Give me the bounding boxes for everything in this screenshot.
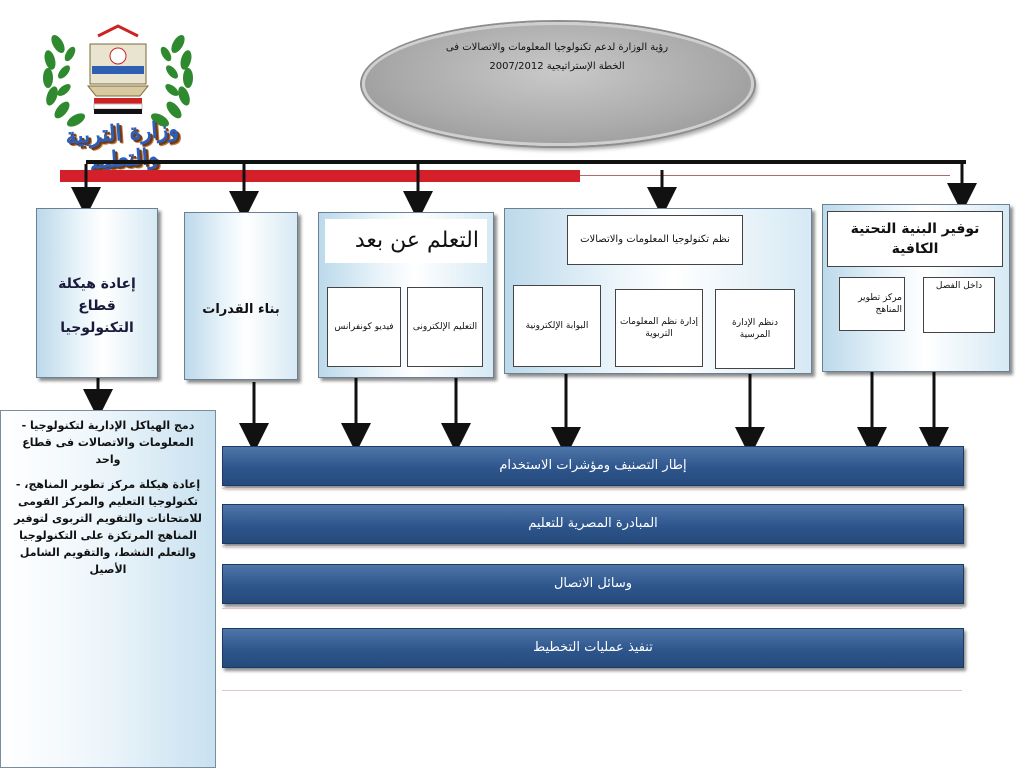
category-capacity-box: بناء القدرات — [184, 212, 298, 380]
note-1: دمج الهياكل الإدارية لتكنولوجيا - المعلو… — [21, 419, 195, 466]
vision-line-2: الخطة الإستراتيجية 2007/2012 — [489, 61, 625, 72]
category-ict-box: نظم تكنولوجيا المعلومات والاتصالات البوا… — [504, 208, 812, 374]
band-divider-1 — [222, 488, 962, 489]
band-divider-2 — [222, 546, 962, 547]
thin-accent-line — [580, 175, 950, 176]
ict-item-portal: البوابة الإلكترونية — [513, 285, 601, 367]
distance-title: التعلم عن بعد — [354, 228, 479, 253]
category-restructure-title: إعادة هيكلة قطاع التكنولوجيا — [58, 276, 136, 336]
distance-item-e-learning: التعليم الإلكترونى — [407, 287, 483, 367]
distance-title-panel: التعلم عن بعد — [325, 219, 487, 263]
band-divider-3 — [222, 608, 962, 609]
connector-line — [86, 160, 966, 164]
ict-item-school-admin: دنظم الإدارة المرسية — [715, 289, 795, 369]
red-accent-bar — [60, 170, 580, 182]
band-egyptian-initiative: المبادرة المصرية للتعليم — [222, 504, 964, 544]
ict-title: نظم تكنولوجيا المعلومات والاتصالات — [567, 215, 743, 265]
ict-item-emis: إدارة نظم المعلومات التربوية — [615, 289, 703, 367]
infra-item-curriculum-center: مركز تطوير المناهج — [839, 277, 905, 331]
vision-line-1: رؤية الوزارة لدعم تكنولوجيا المعلومات وا… — [445, 42, 669, 53]
band-divider-4 — [222, 690, 962, 691]
ministry-logo: وزارة التربية والتعليم — [28, 14, 218, 174]
vision-oval — [362, 22, 754, 146]
distance-item-video-conference: فيديو كونفرانس — [327, 287, 401, 367]
category-restructure-box: إعادة هيكلة قطاع التكنولوجيا — [36, 208, 158, 378]
note-2: إعادة هيكلة مركز تطوير المناهج، - تكنولو… — [14, 478, 202, 576]
infra-item-classroom: داخل الفصل — [923, 277, 995, 333]
notes-panel: دمج الهياكل الإدارية لتكنولوجيا - المعلو… — [0, 410, 216, 768]
infrastructure-title: توفير البنية التحتية الكافية — [827, 211, 1003, 267]
category-distance-box: التعلم عن بعد فيديو كونفرانس التعليم الإ… — [318, 212, 494, 378]
band-communication-means: وسائل الاتصال — [222, 564, 964, 604]
laurel-emblem-icon — [43, 24, 193, 127]
category-capacity-title: بناء القدرات — [202, 302, 280, 317]
band-planning-execution: تنفيذ عمليات التخطيط — [222, 628, 964, 668]
band-classification-framework: إطار التصنيف ومؤشرات الاستخدام — [222, 446, 964, 486]
category-infrastructure-box: توفير البنية التحتية الكافية مركز تطوير … — [822, 204, 1010, 372]
vision-text: رؤية الوزارة لدعم تكنولوجيا المعلومات وا… — [392, 38, 722, 76]
